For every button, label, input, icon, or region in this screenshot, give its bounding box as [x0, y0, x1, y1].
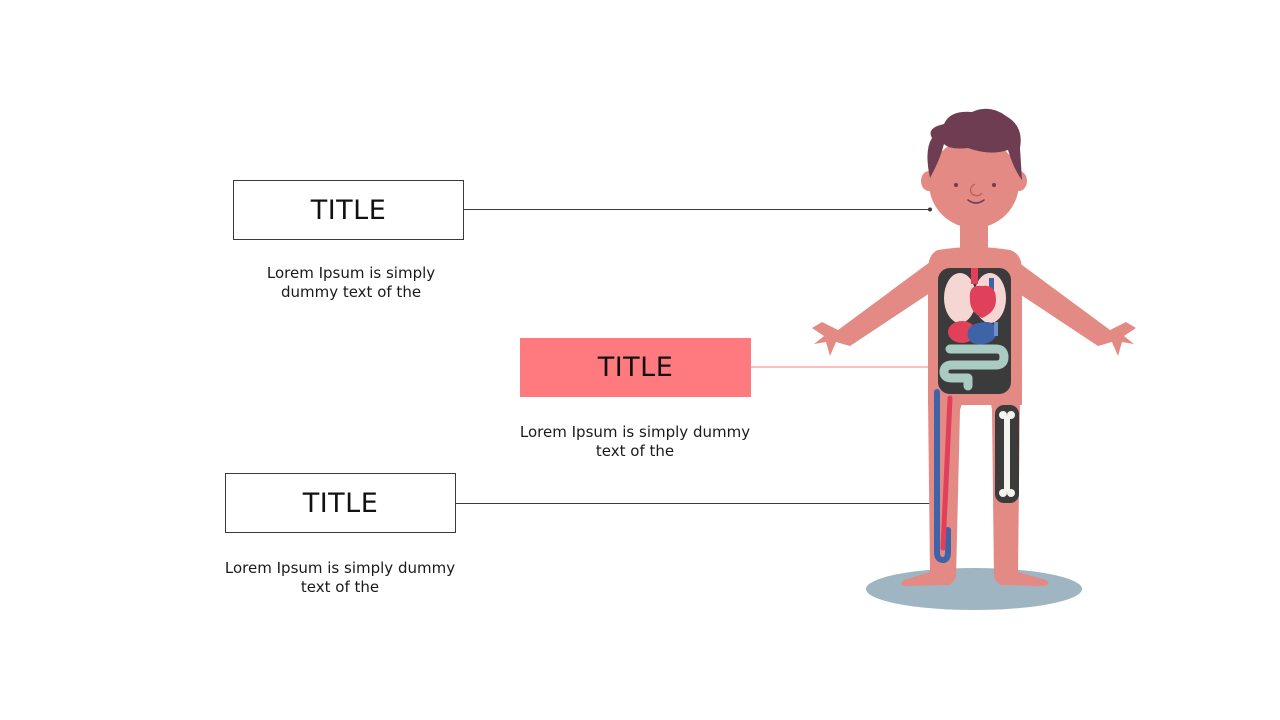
callout-title-3: TITLE: [302, 487, 379, 519]
callout-title-2: TITLE: [597, 352, 674, 383]
left-leg: [901, 398, 964, 586]
mouth: [967, 199, 985, 204]
left-lung-icon: [944, 273, 976, 323]
right-arm: [1006, 252, 1136, 356]
left-arm: [812, 252, 942, 356]
connector-dot-head: [928, 207, 932, 212]
callout-text-3: Lorem Ipsum is simply dummy text of the: [224, 559, 456, 596]
right-eye: [992, 183, 996, 187]
callout-title-1: TITLE: [310, 194, 387, 226]
bone-icon: [999, 411, 1015, 497]
artery-icon: [940, 395, 953, 551]
nose: [969, 183, 983, 197]
ground-shadow: [866, 568, 1082, 610]
vessel-icon: [994, 322, 998, 336]
callout-title-box-3[interactable]: TITLE: [225, 473, 456, 533]
left-eye: [954, 183, 958, 187]
stomach-icon: [967, 322, 997, 345]
heart-icon: [969, 285, 996, 318]
hair: [927, 108, 1022, 180]
aorta-icon: [989, 278, 994, 296]
callout-text-1: Lorem Ipsum is simply dummy text of the: [266, 264, 436, 301]
human-body-illustration: [812, 108, 1136, 610]
trachea-icon: [971, 268, 978, 284]
callout-title-box-1[interactable]: TITLE: [233, 180, 464, 240]
vein-icon: [934, 389, 951, 564]
intestine-icon: [939, 344, 1009, 391]
callout-title-box-2[interactable]: TITLE: [520, 338, 751, 397]
callout-text-2: Lorem Ipsum is simply dummy text of the: [519, 423, 751, 460]
head: [929, 138, 1019, 228]
